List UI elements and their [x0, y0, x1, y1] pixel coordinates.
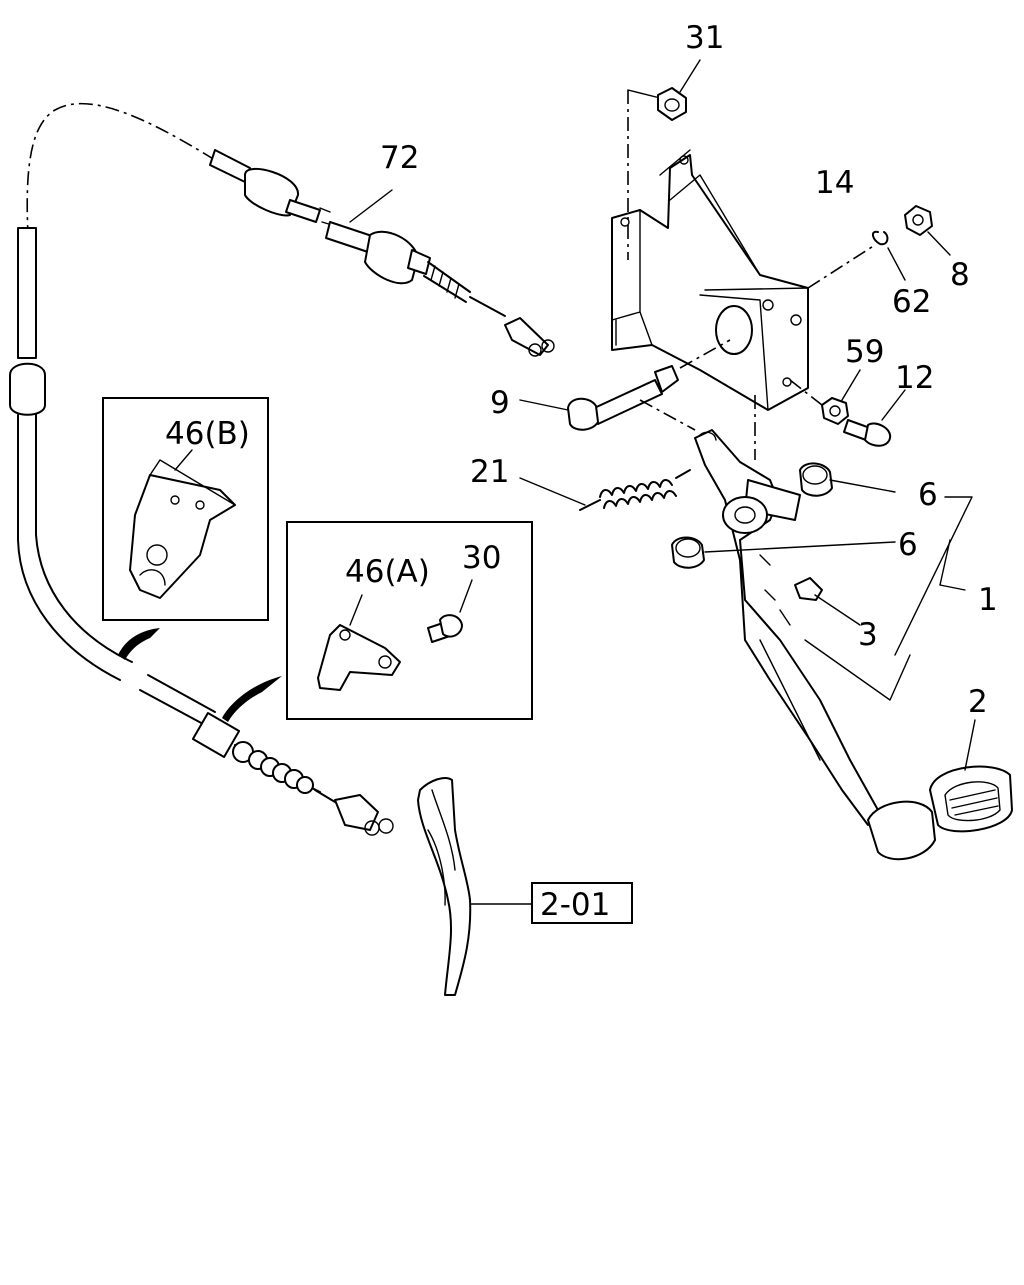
bushing-6-lower — [671, 536, 705, 569]
washer-62 — [807, 230, 906, 289]
callout-46b: 46(B) — [165, 416, 250, 452]
reference-box: 2-01 — [531, 882, 633, 924]
clutch-cable — [9, 102, 394, 836]
callout-6-lower: 6 — [898, 527, 918, 563]
return-spring-21 — [519, 469, 691, 511]
cable-end-72 — [325, 189, 555, 357]
callout-30: 30 — [462, 540, 501, 576]
reference-part-2-01 — [417, 777, 533, 996]
nut-59 — [821, 369, 861, 425]
callout-21: 21 — [470, 454, 509, 490]
callout-8: 8 — [950, 257, 970, 293]
callout-6-upper: 6 — [918, 477, 938, 513]
nut-8 — [904, 205, 951, 256]
callout-59: 59 — [845, 334, 884, 370]
pedal-arm-1 — [639, 395, 936, 861]
leader-lines — [704, 479, 973, 701]
callout-12: 12 — [895, 360, 934, 396]
callout-2: 2 — [968, 684, 988, 720]
cable-spring-end — [232, 741, 314, 794]
reference-box-label: 2-01 — [540, 887, 610, 923]
callout-31: 31 — [685, 20, 724, 56]
callout-14: 14 — [815, 165, 854, 201]
nut-31 — [657, 59, 701, 121]
callout-1: 1 — [978, 582, 998, 618]
bushing-6-upper — [799, 462, 833, 497]
pedal-pad-2 — [929, 719, 1013, 833]
callout-72: 72 — [380, 140, 419, 176]
callout-46a: 46(A) — [345, 554, 430, 590]
bolt-12 — [789, 379, 906, 447]
clip-3 — [794, 577, 861, 626]
bolt-9 — [519, 339, 731, 431]
inset-arrows — [118, 628, 282, 722]
inset-46b — [102, 397, 269, 621]
pedal-bracket-14 — [611, 89, 809, 411]
callout-3: 3 — [858, 617, 878, 653]
callout-62: 62 — [892, 284, 931, 320]
inset-46a — [286, 521, 533, 720]
callout-9: 9 — [490, 385, 510, 421]
